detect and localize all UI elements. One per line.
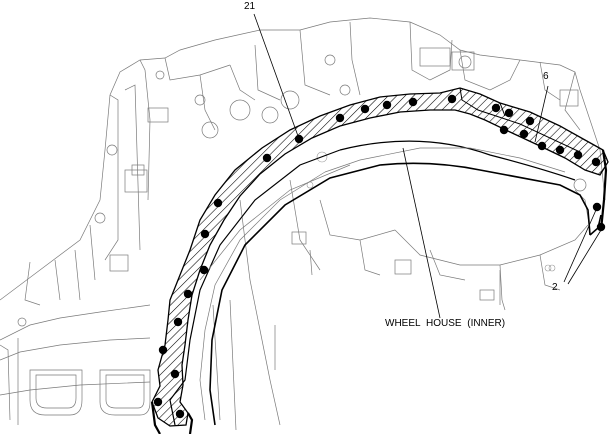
callout-21: 21 [244, 1, 256, 12]
callout-2: 2 [552, 282, 558, 293]
leader-6 [534, 85, 549, 143]
leader-2a [563, 209, 597, 283]
wheel-house-inner-panel [169, 140, 591, 426]
body-structure-lineart [0, 17, 606, 431]
leader-lines [253, 13, 602, 319]
callout-6: 6 [543, 71, 549, 82]
hatched-seam-band [151, 87, 609, 427]
leader-wheel-house [402, 147, 441, 319]
spot-weld-points [153, 94, 606, 419]
callout-wheel-house-inner: WHEEL HOUSE (INNER) [385, 318, 506, 329]
leader-21 [253, 13, 299, 137]
leader-2b [567, 229, 602, 285]
